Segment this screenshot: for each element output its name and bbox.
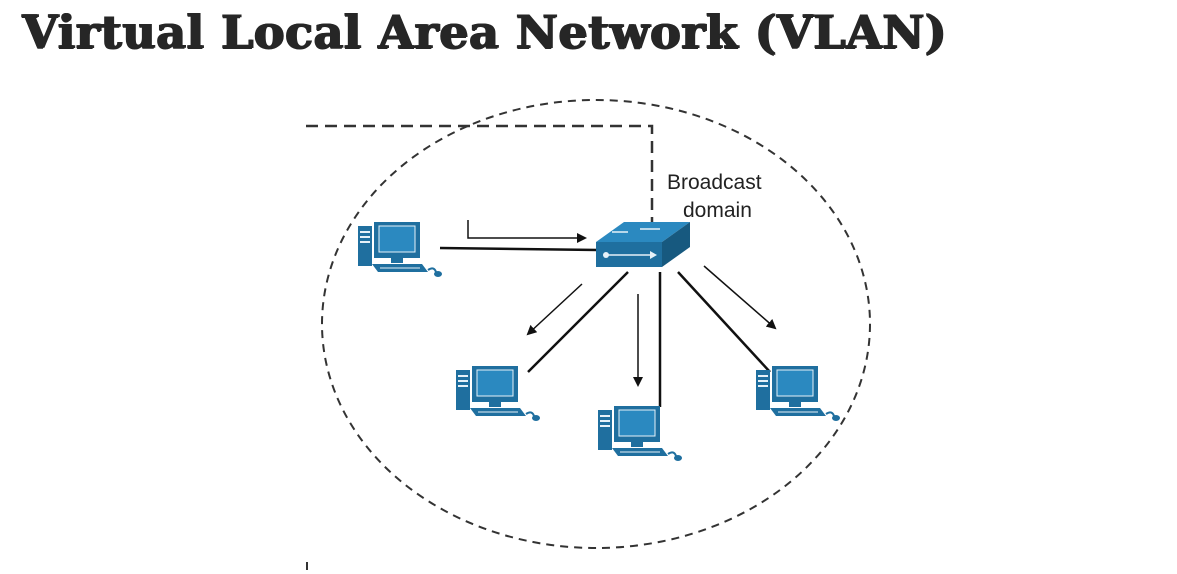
computer-icon bbox=[455, 365, 541, 422]
computer-icon bbox=[357, 221, 443, 278]
arrow-to-bottom-left bbox=[526, 283, 583, 336]
switch-icon bbox=[596, 222, 690, 267]
domain-label-line1: Broadcast bbox=[667, 171, 762, 194]
link-switch-bottom-left bbox=[527, 271, 629, 373]
computer-icon bbox=[755, 365, 841, 422]
slide-title: Virtual Local Area Network (VLAN) bbox=[22, 5, 947, 59]
link-switch-bottom-right bbox=[677, 271, 771, 373]
domain-label-line2: domain bbox=[683, 199, 752, 222]
broadcast-domain-boundary bbox=[321, 99, 871, 549]
vlan-boundary-line bbox=[306, 124, 654, 222]
link-sender-switch bbox=[439, 246, 599, 252]
computer-icon bbox=[597, 405, 683, 462]
arrow-to-bottom-right bbox=[703, 265, 777, 330]
arrow-sender-to-switch bbox=[467, 220, 587, 243]
